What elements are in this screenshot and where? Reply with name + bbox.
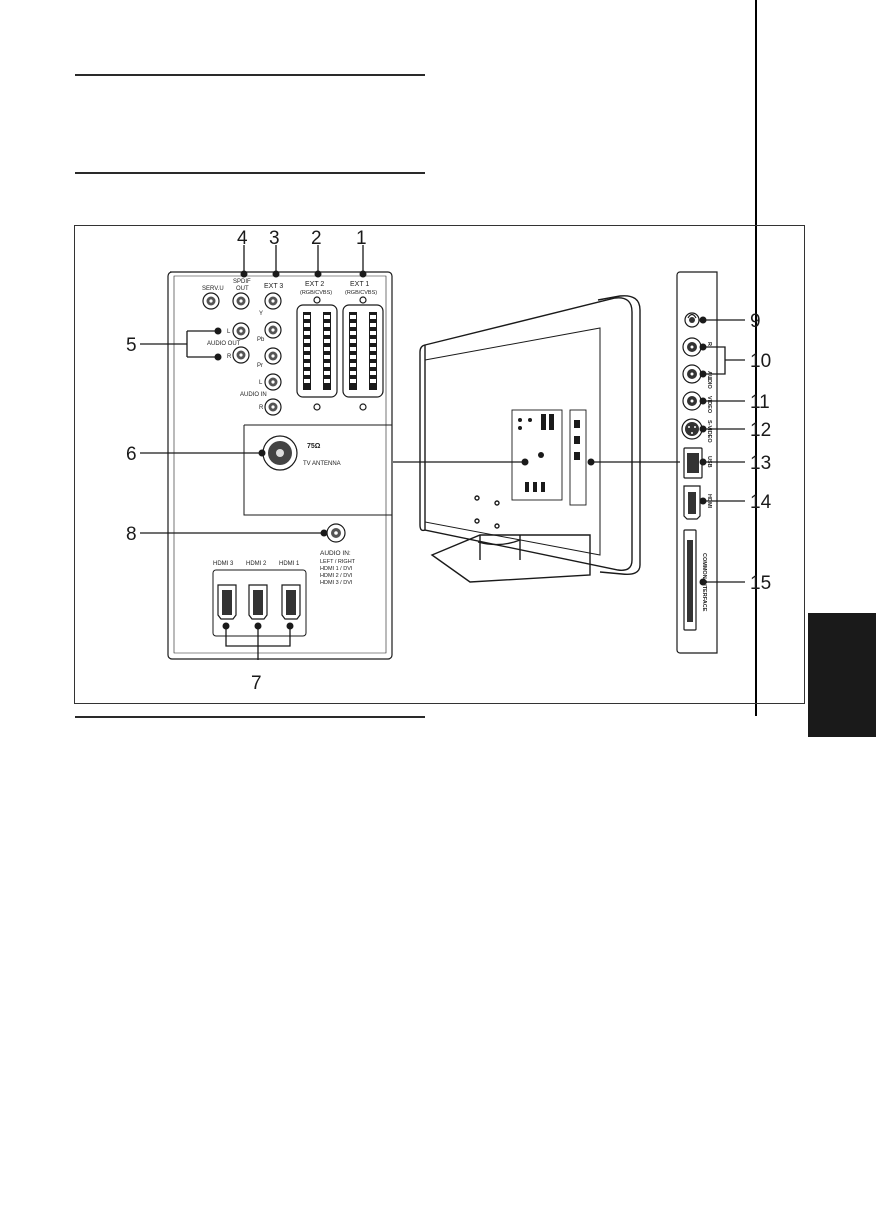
hdmi2-label: HDMI 2 (246, 561, 267, 567)
audio-out-r-label: R (227, 354, 232, 360)
ext1-label: EXT 1 (350, 281, 369, 288)
tv-back-illustration (419, 295, 641, 583)
audio-in-r-label: R (259, 405, 264, 411)
pr-label: Pr (257, 363, 263, 369)
figure-frame (74, 225, 805, 704)
audio-in-hdmi-line4: HDMI 3 / DVI (320, 580, 353, 586)
callout-14: 14 (750, 492, 772, 513)
spdif-label: SPDIF (233, 279, 251, 285)
hdmi-group-box (212, 569, 307, 637)
side-usb-label: USB (706, 456, 712, 468)
ext2-sub-label: (RGB/CVBS) (300, 290, 332, 296)
audio-in-label: AUDIO IN (240, 392, 267, 398)
antenna-label: TV ANTENNA (303, 461, 341, 467)
antenna-connector (262, 435, 298, 471)
callout-11: 11 (750, 392, 770, 413)
top-rule-2 (75, 172, 425, 174)
audio-in-hdmi-line3: HDMI 2 / DVI (320, 573, 353, 579)
callout-10: 10 (750, 351, 771, 372)
spdif-out-label: OUT (236, 286, 249, 292)
page-edge-line (755, 0, 757, 716)
callout-3: 3 (269, 228, 280, 249)
pb-label: Pb (257, 337, 265, 343)
audio-out-l-label: L (227, 329, 231, 335)
callout-1: 1 (356, 228, 367, 249)
hdmi3-label: HDMI 3 (213, 561, 234, 567)
callout-12: 12 (750, 420, 771, 441)
language-tab (808, 613, 876, 737)
side-audio-r-label: R (706, 342, 712, 346)
callout-2: 2 (311, 228, 322, 249)
hdmi-ports (217, 584, 301, 620)
audio-in-hdmi-title: AUDIO IN: (320, 550, 351, 557)
callout-8: 8 (126, 524, 137, 545)
audio-out-label: AUDIO OUT (207, 341, 241, 347)
scart-ext2 (296, 304, 338, 398)
service-label: SERV.U (202, 286, 224, 292)
top-rule-1 (75, 74, 425, 76)
rca-jacks (202, 292, 346, 543)
audio-in-hdmi-line1: LEFT / RIGHT (320, 559, 356, 565)
ext1-sub-label: (RGB/CVBS) (345, 290, 377, 296)
callout-5: 5 (126, 335, 137, 356)
callout-4: 4 (237, 228, 248, 249)
side-audio-label: AUDIO (706, 371, 712, 389)
callout-6: 6 (126, 444, 137, 465)
rear-panel-outline (167, 271, 393, 660)
callout-7: 7 (251, 673, 262, 694)
ext2-label: EXT 2 (305, 281, 324, 288)
audio-in-hdmi-line2: HDMI 1 / DVI (320, 566, 353, 572)
side-ci-label: COMMON INTERFACE (701, 553, 707, 612)
callout-13: 13 (750, 453, 771, 474)
scart-ext1 (342, 304, 384, 398)
y-label: Y (259, 311, 263, 317)
side-video-label: VIDEO (706, 396, 712, 414)
side-svideo-label: S-VIDEO (706, 420, 712, 443)
callout-15: 15 (750, 573, 771, 594)
hdmi1-label: HDMI 1 (279, 561, 300, 567)
bottom-rule (75, 716, 425, 718)
ohm-label: 75Ω (307, 443, 321, 450)
callout-lines (140, 245, 745, 660)
ext3-label: EXT 3 (264, 283, 283, 290)
side-hdmi-label: HDMI (706, 494, 712, 509)
audio-in-l-label: L (259, 380, 263, 386)
callout-9: 9 (750, 311, 761, 332)
side-audio-l-label: L (706, 377, 712, 381)
